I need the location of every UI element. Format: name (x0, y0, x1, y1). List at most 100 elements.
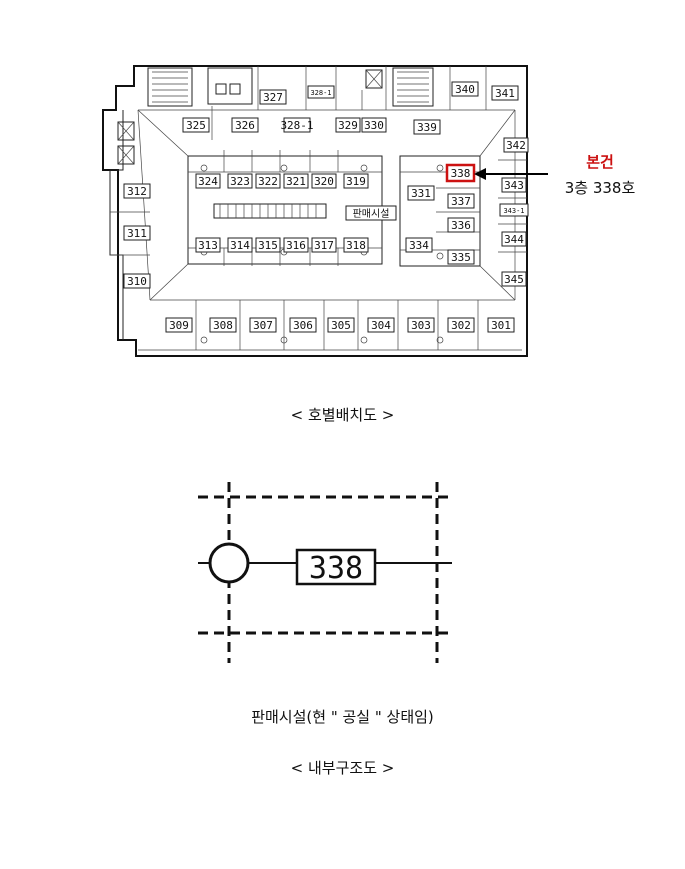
svg-text:305: 305 (331, 319, 351, 332)
svg-text:325: 325 (186, 119, 206, 132)
unit-328-1: 328-1 (307, 85, 335, 99)
unit-316: 316 (283, 237, 309, 253)
svg-text:308: 308 (213, 319, 233, 332)
unit-313: 313 (195, 237, 221, 253)
unit-334: 334 (405, 237, 433, 253)
svg-text:303: 303 (411, 319, 431, 332)
unit-339: 339 (413, 119, 441, 135)
svg-text:310: 310 (127, 275, 147, 288)
unit-345: 345 (501, 271, 527, 287)
unit-308: 308 (209, 317, 237, 333)
building-outline (102, 65, 528, 357)
floor-plan: 327 328-1 340 341 325 326 328-1 329 330 … (102, 65, 636, 357)
unit-335: 335 (447, 249, 475, 265)
unit-310: 310 (123, 273, 151, 289)
detail-column (208, 542, 250, 584)
svg-text:345: 345 (504, 273, 524, 286)
detail-walls (198, 482, 452, 663)
svg-text:306: 306 (293, 319, 313, 332)
svg-text:329: 329 (338, 119, 358, 132)
svg-text:344: 344 (504, 233, 524, 246)
svg-text:330: 330 (364, 119, 384, 132)
svg-text:309: 309 (169, 319, 189, 332)
unit-325: 325 (182, 117, 210, 133)
svg-text:301: 301 (491, 319, 511, 332)
unit-314: 314 (227, 237, 253, 253)
svg-text:317: 317 (314, 239, 334, 252)
unit-321: 321 (283, 173, 309, 189)
unit-307: 307 (249, 317, 277, 333)
unit-311: 311 (123, 225, 151, 241)
detail-caption: < 내부구조도 > (290, 759, 395, 777)
svg-text:328-1: 328-1 (280, 119, 313, 132)
svg-text:320: 320 (314, 175, 334, 188)
structural-columns (200, 164, 444, 344)
svg-text:314: 314 (230, 239, 250, 252)
stairwells (117, 67, 434, 219)
svg-text:323: 323 (230, 175, 250, 188)
svg-text:322: 322 (258, 175, 278, 188)
svg-text:341: 341 (495, 87, 515, 100)
unit-326: 326 (231, 117, 259, 133)
unit-344: 344 (501, 231, 527, 247)
svg-text:304: 304 (371, 319, 391, 332)
svg-text:331: 331 (411, 187, 431, 200)
svg-text:311: 311 (127, 227, 147, 240)
unit-317: 317 (311, 237, 337, 253)
svg-text:313: 313 (198, 239, 218, 252)
unit-319: 319 (343, 173, 369, 189)
unit-338: 338 (445, 163, 476, 183)
unit-305: 305 (327, 317, 355, 333)
unit-303: 303 (407, 317, 435, 333)
center-label-sales: 판매시설 (345, 205, 397, 221)
unit-306: 306 (289, 317, 317, 333)
svg-text:판매시설: 판매시설 (353, 208, 390, 220)
unit-324: 324 (195, 173, 221, 189)
unit-328: 328-1 (280, 117, 314, 133)
svg-text:326: 326 (235, 119, 255, 132)
unit-329: 329 (335, 117, 361, 133)
callout-arrow (474, 168, 548, 180)
svg-text:338: 338 (309, 551, 363, 586)
svg-text:318: 318 (346, 239, 366, 252)
detail-unit-label: 338 (295, 548, 377, 586)
callout-title: 본건 (586, 153, 614, 171)
unit-340: 340 (451, 81, 479, 97)
svg-text:343: 343 (504, 179, 524, 192)
svg-text:336: 336 (451, 219, 471, 232)
svg-text:328-1: 328-1 (310, 89, 331, 97)
svg-text:337: 337 (451, 195, 471, 208)
unit-302: 302 (447, 317, 475, 333)
svg-text:316: 316 (286, 239, 306, 252)
unit-315: 315 (255, 237, 281, 253)
unit-342: 342 (503, 137, 529, 153)
svg-text:307: 307 (253, 319, 273, 332)
unit-323: 323 (227, 173, 253, 189)
unit-343: 343 (501, 177, 527, 193)
svg-text:338: 338 (451, 167, 471, 180)
unit-labels: 327 328-1 340 341 325 326 328-1 329 330 … (123, 81, 529, 333)
unit-337: 337 (447, 193, 475, 209)
detail-note: 판매시설(현 " 공실 " 상태임) (251, 708, 434, 726)
unit-304: 304 (367, 317, 395, 333)
svg-text:342: 342 (506, 139, 526, 152)
callout-subtitle: 3층 338호 (565, 179, 636, 197)
unit-301: 301 (487, 317, 515, 333)
svg-text:335: 335 (451, 251, 471, 264)
svg-text:319: 319 (346, 175, 366, 188)
svg-text:324: 324 (198, 175, 218, 188)
svg-text:334: 334 (409, 239, 429, 252)
unit-322: 322 (255, 173, 281, 189)
interior-detail-drawing: 338 (198, 482, 452, 663)
svg-text:339: 339 (417, 121, 437, 134)
unit-309: 309 (165, 317, 193, 333)
svg-text:321: 321 (286, 175, 306, 188)
unit-327: 327 (259, 89, 287, 105)
svg-text:312: 312 (127, 185, 147, 198)
unit-343-1: 343-1 (499, 203, 529, 217)
unit-312: 312 (123, 183, 151, 199)
svg-text:327: 327 (263, 91, 283, 104)
floor-plan-caption: < 호별배치도 > (290, 406, 395, 424)
unit-318: 318 (343, 237, 369, 253)
svg-text:343-1: 343-1 (503, 207, 524, 215)
